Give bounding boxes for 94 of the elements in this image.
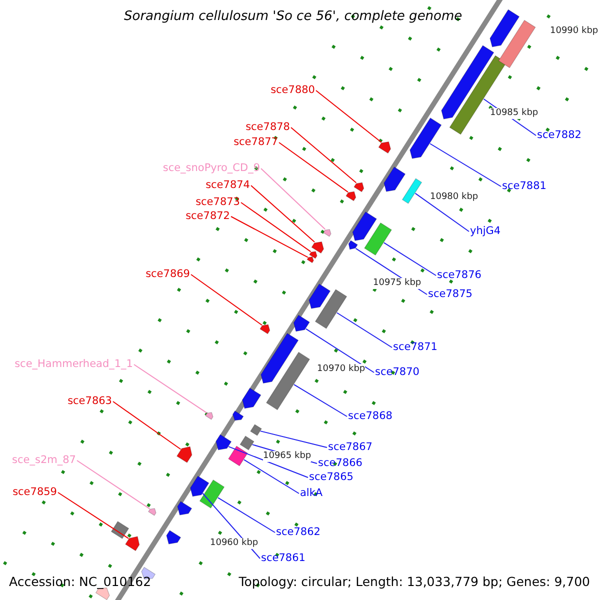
gene-feature <box>216 434 232 450</box>
position-label: 10975 kbp <box>373 278 422 289</box>
gene-feature <box>352 211 377 241</box>
gene-feature <box>176 446 192 463</box>
gene-label: sce7876 <box>437 269 482 282</box>
gene-label: sce7878 <box>246 121 290 134</box>
gene-label: sce7861 <box>261 552 306 565</box>
gene-feature <box>232 410 244 421</box>
gene-feature <box>260 332 299 384</box>
leader-line <box>290 127 357 184</box>
gene-label: sce7872 <box>186 210 230 223</box>
leader-line <box>336 312 392 348</box>
gene-label: sce7882 <box>537 129 582 142</box>
gene-feature <box>323 229 332 237</box>
gene-feature <box>205 412 214 420</box>
gene-label: sce7863 <box>68 395 112 408</box>
leader-line <box>414 192 470 232</box>
gene-feature <box>166 530 182 544</box>
leader-line <box>316 90 382 143</box>
gene-label: sce7865 <box>309 471 354 484</box>
gene-label: sce7873 <box>196 196 240 209</box>
leader-line <box>58 492 130 539</box>
leader-line <box>243 459 300 494</box>
gene-feature <box>199 480 225 508</box>
leader-line <box>217 497 276 533</box>
gene-label: sce7877 <box>234 136 278 149</box>
leader-line <box>305 328 374 373</box>
gene-label: sce_Hammerhead_1_1 <box>14 358 133 371</box>
gene-label: sce7869 <box>146 268 190 281</box>
gene-feature <box>314 289 348 329</box>
gene-feature <box>498 20 536 68</box>
gene-feature <box>346 191 356 202</box>
gene-feature <box>177 501 192 516</box>
leader-line <box>190 274 262 326</box>
leader-line <box>228 446 308 478</box>
gene-feature <box>95 587 110 600</box>
gene-feature <box>384 166 406 192</box>
gene-feature <box>240 436 254 450</box>
gene-feature <box>378 141 391 154</box>
position-label: 10985 kbp <box>490 108 538 119</box>
leader-line <box>112 401 182 450</box>
gene-feature <box>402 178 422 204</box>
leader-line <box>250 185 316 242</box>
leader-line <box>294 384 348 417</box>
position-label: 10980 kbp <box>430 192 478 203</box>
gene-label: sce7862 <box>276 526 320 539</box>
leader-line <box>230 216 308 258</box>
title: Sorangium cellulosum 'So ce 56', complete genome <box>124 9 462 24</box>
gene-feature <box>110 521 130 539</box>
gene-feature <box>228 446 248 466</box>
leader-line <box>240 202 312 252</box>
gene-feature <box>125 536 140 552</box>
gene-label: sce7868 <box>348 410 392 423</box>
gene-label: sce7867 <box>328 441 372 454</box>
gene-label: sce_snoPyro_CD_9 <box>162 162 260 175</box>
gene-label: sce_s2m_87 <box>12 454 76 467</box>
position-label: 10960 kbp <box>210 538 258 549</box>
gene-label: yhjG4 <box>470 225 501 238</box>
position-label: 10965 kbp <box>263 451 312 462</box>
leader-line <box>134 364 208 414</box>
footer-text: Topology: circular; Length: 13,033,779 bp; Genes: 9,700 <box>238 574 590 589</box>
gene-label: sce7881 <box>502 180 546 193</box>
gene-label: alkA <box>300 487 323 500</box>
leader-line <box>278 142 348 193</box>
gene-feature <box>266 352 310 410</box>
gene-feature <box>490 9 520 48</box>
gene-feature <box>242 388 262 409</box>
gene-label: sce7880 <box>270 84 315 97</box>
leader-line <box>430 143 502 187</box>
gene-feature <box>410 118 442 159</box>
gene-label: sce7875 <box>428 288 472 301</box>
gene-feature <box>354 182 364 192</box>
gene-label: sce7874 <box>206 179 250 192</box>
gene-label: sce7866 <box>318 457 362 470</box>
gene-feature <box>364 222 392 256</box>
gene-feature <box>190 476 210 497</box>
gene-feature <box>148 508 156 516</box>
gene-feature <box>306 256 314 264</box>
footer-text: Accession: NC_010162 <box>9 574 152 589</box>
gene-feature <box>348 240 358 250</box>
gene-feature <box>260 324 270 334</box>
gene-feature <box>308 284 331 309</box>
position-label: 10970 kbp <box>317 364 366 375</box>
gene-label: sce7859 <box>12 486 57 499</box>
leader-line <box>260 168 326 230</box>
leader-line <box>260 430 328 448</box>
gene-feature <box>293 314 310 332</box>
position-label: 10990 kbp <box>550 26 598 37</box>
leader-line <box>76 460 150 510</box>
gene-label: sce7871 <box>393 341 438 354</box>
leader-line <box>383 242 436 276</box>
gene-feature <box>250 424 262 436</box>
gene-feature <box>309 251 318 259</box>
gene-label: sce7870 <box>375 366 420 379</box>
